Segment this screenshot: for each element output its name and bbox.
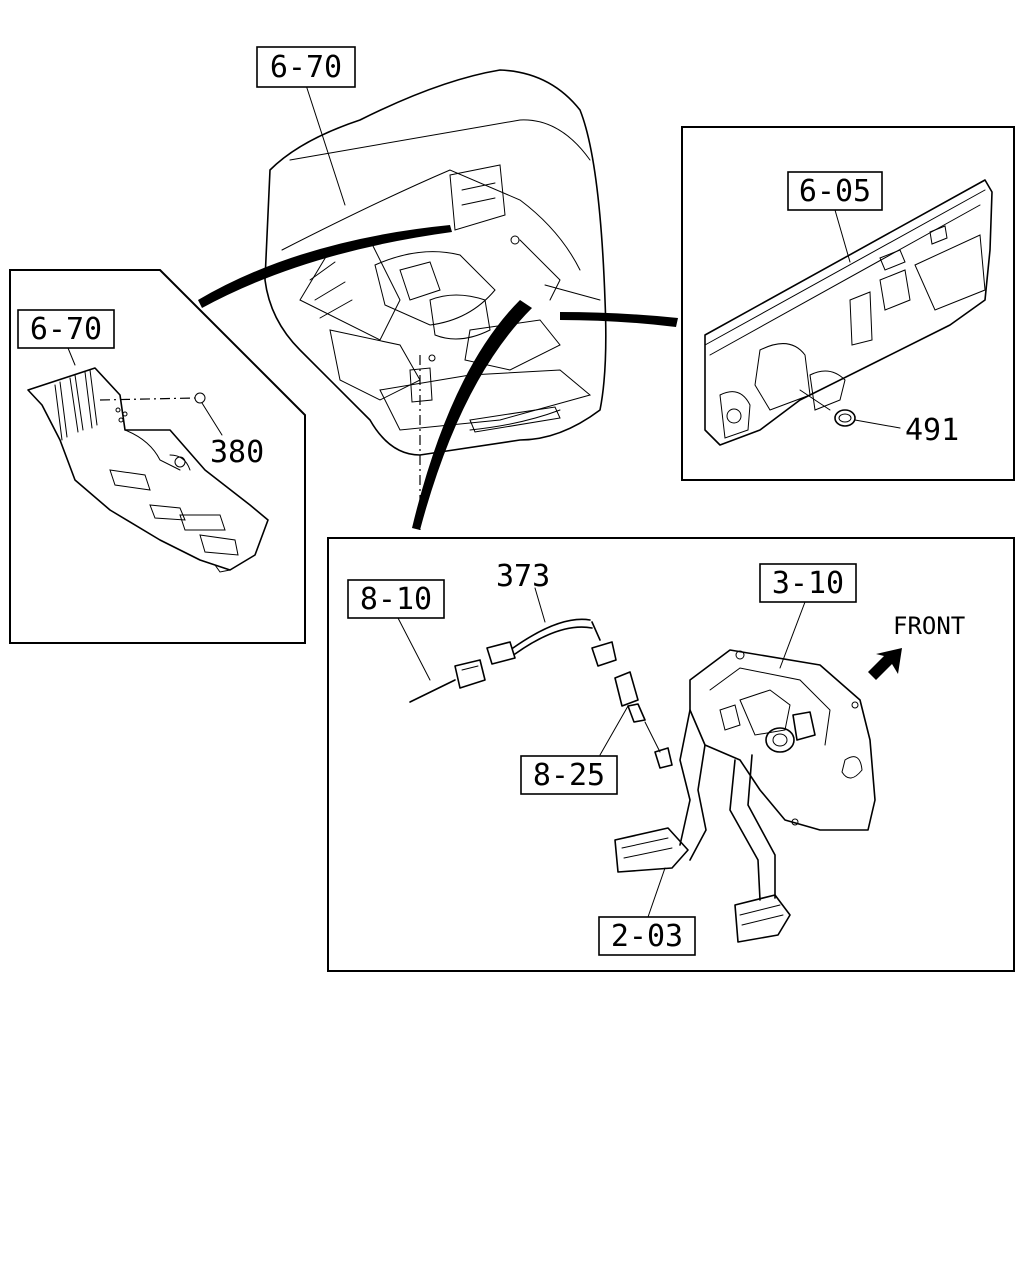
part-grommet-491: 491 xyxy=(834,409,959,448)
dash-panel-detail: 6-05 xyxy=(681,126,1015,481)
floor-panel-detail: 6-70 xyxy=(9,269,306,644)
callout-pedal-text: 2-03 xyxy=(611,919,683,954)
part-number-373: 373 xyxy=(496,559,550,594)
callout-cab-floor-text: 6-70 xyxy=(270,50,342,85)
connector-arc-left xyxy=(198,225,452,308)
callout-pedal-bracket-text: 3-10 xyxy=(772,566,844,601)
connector-arc-right xyxy=(560,312,678,327)
part-number-380: 380 xyxy=(210,435,264,470)
callout-harness-text: 8-10 xyxy=(360,582,432,617)
front-arrow-icon xyxy=(868,648,902,680)
connector-arc-bottom xyxy=(412,300,532,530)
cab-illustration xyxy=(264,69,607,530)
callout-dash-panel-text: 6-05 xyxy=(799,174,871,209)
part-plug-380: 380 xyxy=(194,392,264,470)
front-direction-label: FRONT xyxy=(893,612,965,640)
part-number-491: 491 xyxy=(905,413,959,448)
callout-switch-text: 8-25 xyxy=(533,758,605,793)
callout-cab-floor: 6-70 xyxy=(256,46,356,88)
pedal-assembly-detail: 8-10 373 8-25 xyxy=(327,537,1015,972)
callout-floor-panel-text: 6-70 xyxy=(30,312,102,347)
